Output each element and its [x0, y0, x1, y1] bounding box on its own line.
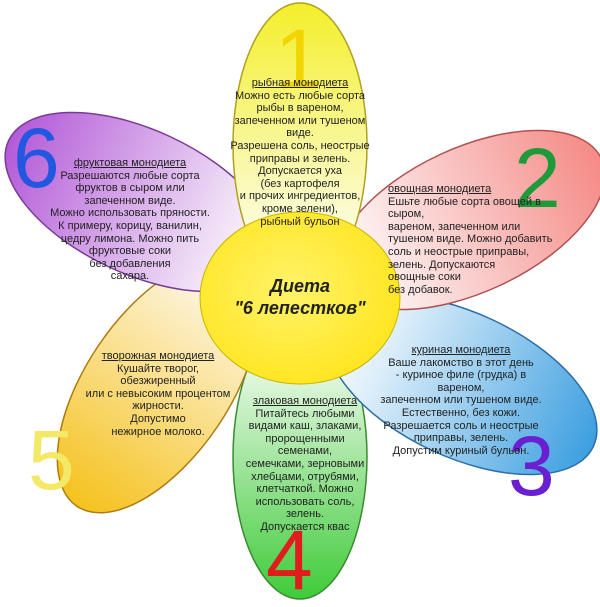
title-line-2: "6 лепестков"	[234, 298, 366, 318]
petal-description: Кушайте творог, обезжиренный или с невыс…	[85, 362, 231, 438]
petal-heading: творожная монодиета	[101, 350, 215, 362]
petal-text-6: фруктовая монодиета Разрешаются любые со…	[50, 157, 210, 283]
petal-text-3: куриная монодиета Ваше лакомство в этот …	[372, 344, 550, 457]
center-circle	[199, 211, 401, 385]
petal-description: Ваше лакомство в этот день - куриное фил…	[380, 356, 542, 457]
petal-description: Питайтесь любыми видами каш, злаками, пр…	[245, 407, 365, 533]
petal-description: Разрешаются любые сорта фруктов в сыром …	[50, 169, 210, 283]
petal-text-2: овощная монодиета Ешьте любые сорта овощ…	[388, 183, 558, 296]
diagram-title: Диета "6 лепестков"	[215, 275, 385, 319]
petal-number-2: 2	[514, 131, 561, 225]
petal-number-4: 4	[266, 513, 313, 607]
petal-number-1: 1	[275, 12, 322, 106]
petal-heading: фруктовая монодиета	[73, 157, 187, 169]
petal-number-6: 6	[13, 111, 60, 205]
petal-heading: овощная монодиета	[388, 183, 492, 195]
petal-description: Можно есть любые сорта рыбы в вареном, з…	[230, 89, 370, 228]
petal-heading: рыбная монодиета	[251, 77, 349, 89]
petal-description: Ешьте любые сорта овощей в сыром, варено…	[388, 195, 553, 296]
petal-heading: куриная монодиета	[411, 344, 511, 356]
petal-text-1: рыбная монодиета Можно есть любые сорта …	[226, 77, 374, 228]
petal-text-5: творожная монодиета Кушайте творог, обез…	[80, 350, 236, 438]
petal-text-4: злаковая монодиета Питайтесь любыми вида…	[240, 395, 370, 534]
title-line-1: Диета	[269, 276, 331, 296]
petal-heading: злаковая монодиета	[252, 395, 358, 407]
petal-number-5: 5	[28, 413, 75, 507]
petal-number-3: 3	[508, 419, 555, 513]
